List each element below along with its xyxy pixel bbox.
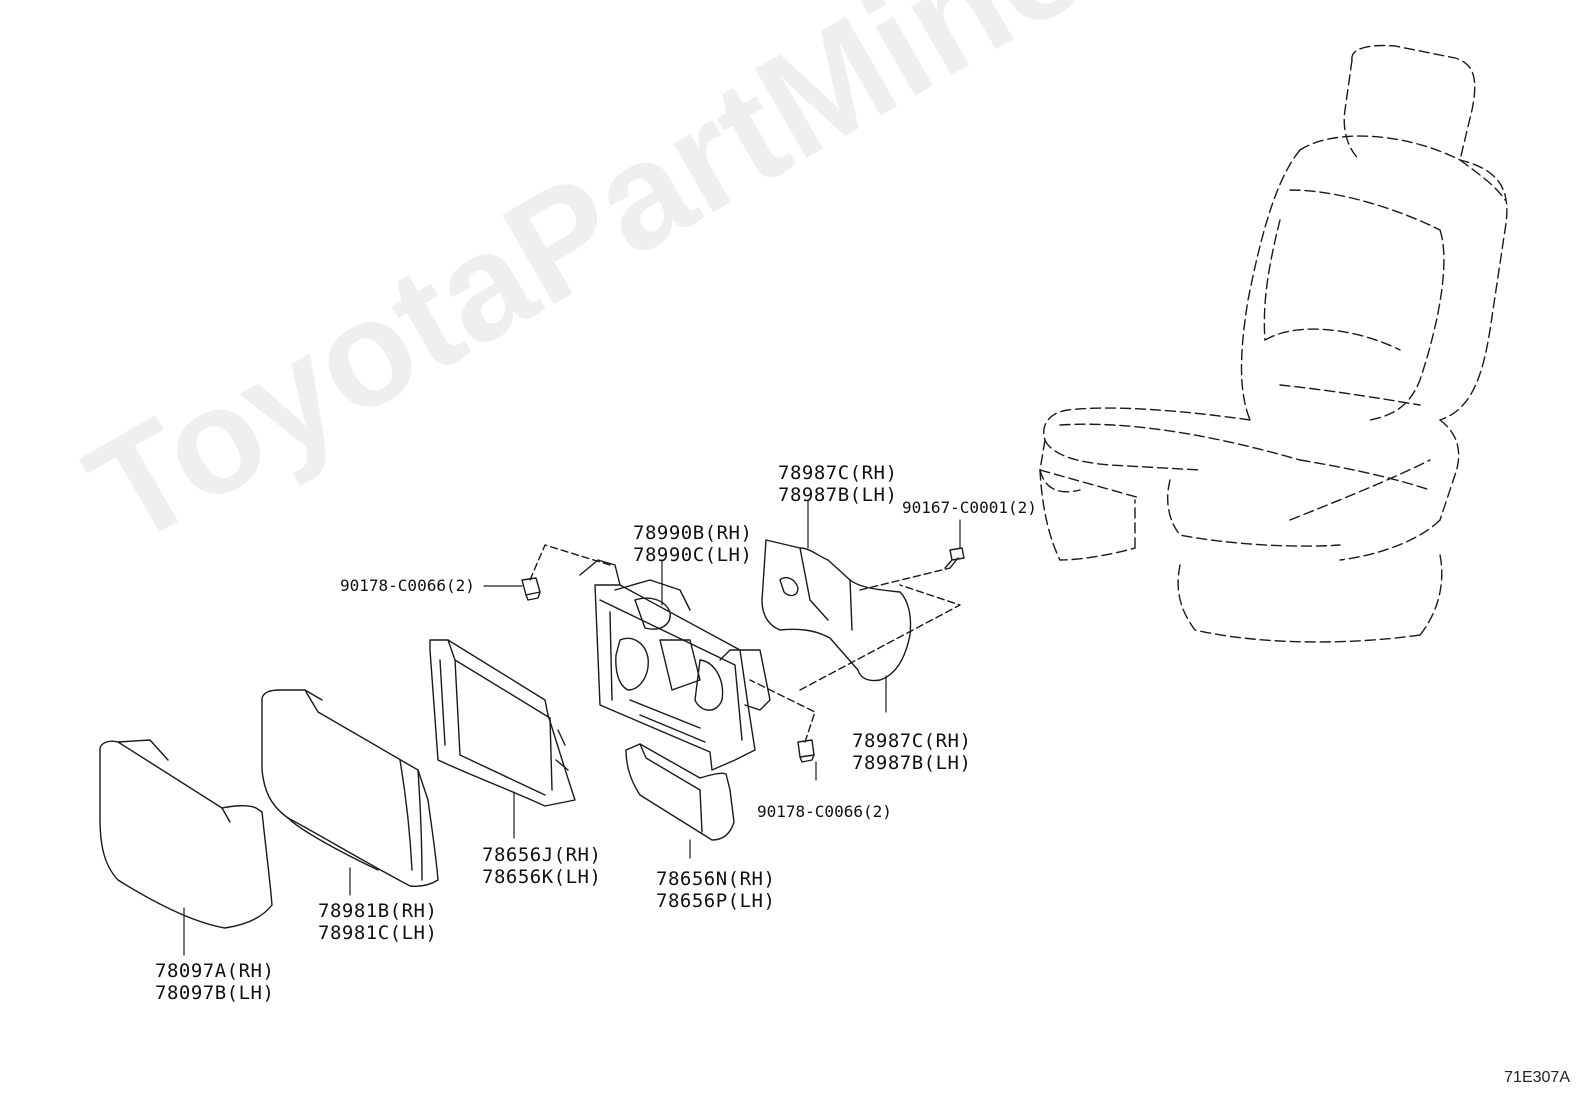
label-78656np: 78656N(RH) 78656P(LH) bbox=[656, 868, 775, 912]
label-78981: 78981B(RH) 78981C(LH) bbox=[318, 900, 437, 944]
label-78097-lh: 78097B(LH) bbox=[155, 982, 275, 1004]
label-78981-lh: 78981C(LH) bbox=[318, 922, 438, 944]
label-78656n-rh: 78656N(RH) bbox=[656, 868, 776, 890]
label-clip-left: 90178-C0066(2) bbox=[340, 576, 475, 595]
part-78987-cover bbox=[761, 539, 912, 682]
label-78656p-lh: 78656P(LH) bbox=[656, 890, 776, 912]
label-clip-bottom: 90178-C0066(2) bbox=[757, 802, 892, 821]
part-78097-cover bbox=[99, 739, 273, 929]
label-78656j-rh: 78656J(RH) bbox=[482, 844, 602, 866]
label-78656k-lh: 78656K(LH) bbox=[482, 866, 602, 888]
screw-fastener bbox=[944, 547, 965, 569]
clip-bottom-fastener bbox=[797, 739, 815, 763]
part-78981-panel bbox=[261, 689, 439, 887]
label-78990-rh: 78990B(RH) bbox=[633, 522, 753, 544]
label-78987c-rh-bottom: 78987C(RH) bbox=[852, 730, 972, 752]
label-78987b-lh-top: 78987B(LH) bbox=[778, 484, 898, 506]
assembly-lines bbox=[529, 544, 961, 743]
label-78097: 78097A(RH) 78097B(LH) bbox=[155, 960, 274, 1004]
label-screw: 90167-C0001(2) bbox=[902, 498, 1037, 517]
clip-left-fastener bbox=[521, 577, 541, 601]
label-78981-rh: 78981B(RH) bbox=[318, 900, 438, 922]
label-78987b-lh-bottom: 78987B(LH) bbox=[852, 752, 972, 774]
label-78097-rh: 78097A(RH) bbox=[155, 960, 275, 982]
label-78987-bottom: 78987C(RH) 78987B(LH) bbox=[852, 730, 971, 774]
part-78656np-trim bbox=[625, 743, 735, 841]
part-78656jk-frame bbox=[429, 639, 576, 807]
label-78987c-rh-top: 78987C(RH) bbox=[778, 462, 898, 484]
label-78990-lh: 78990C(LH) bbox=[633, 544, 753, 566]
seat-outline bbox=[1039, 44, 1508, 643]
label-78656jk: 78656J(RH) 78656K(LH) bbox=[482, 844, 601, 888]
part-78990-mechanism bbox=[579, 559, 771, 771]
diagram-code: 71E307A bbox=[1504, 1069, 1570, 1086]
leader-lines bbox=[183, 499, 961, 956]
label-78987-top: 78987C(RH) 78987B(LH) bbox=[778, 462, 897, 506]
label-78990: 78990B(RH) 78990C(LH) bbox=[633, 522, 752, 566]
